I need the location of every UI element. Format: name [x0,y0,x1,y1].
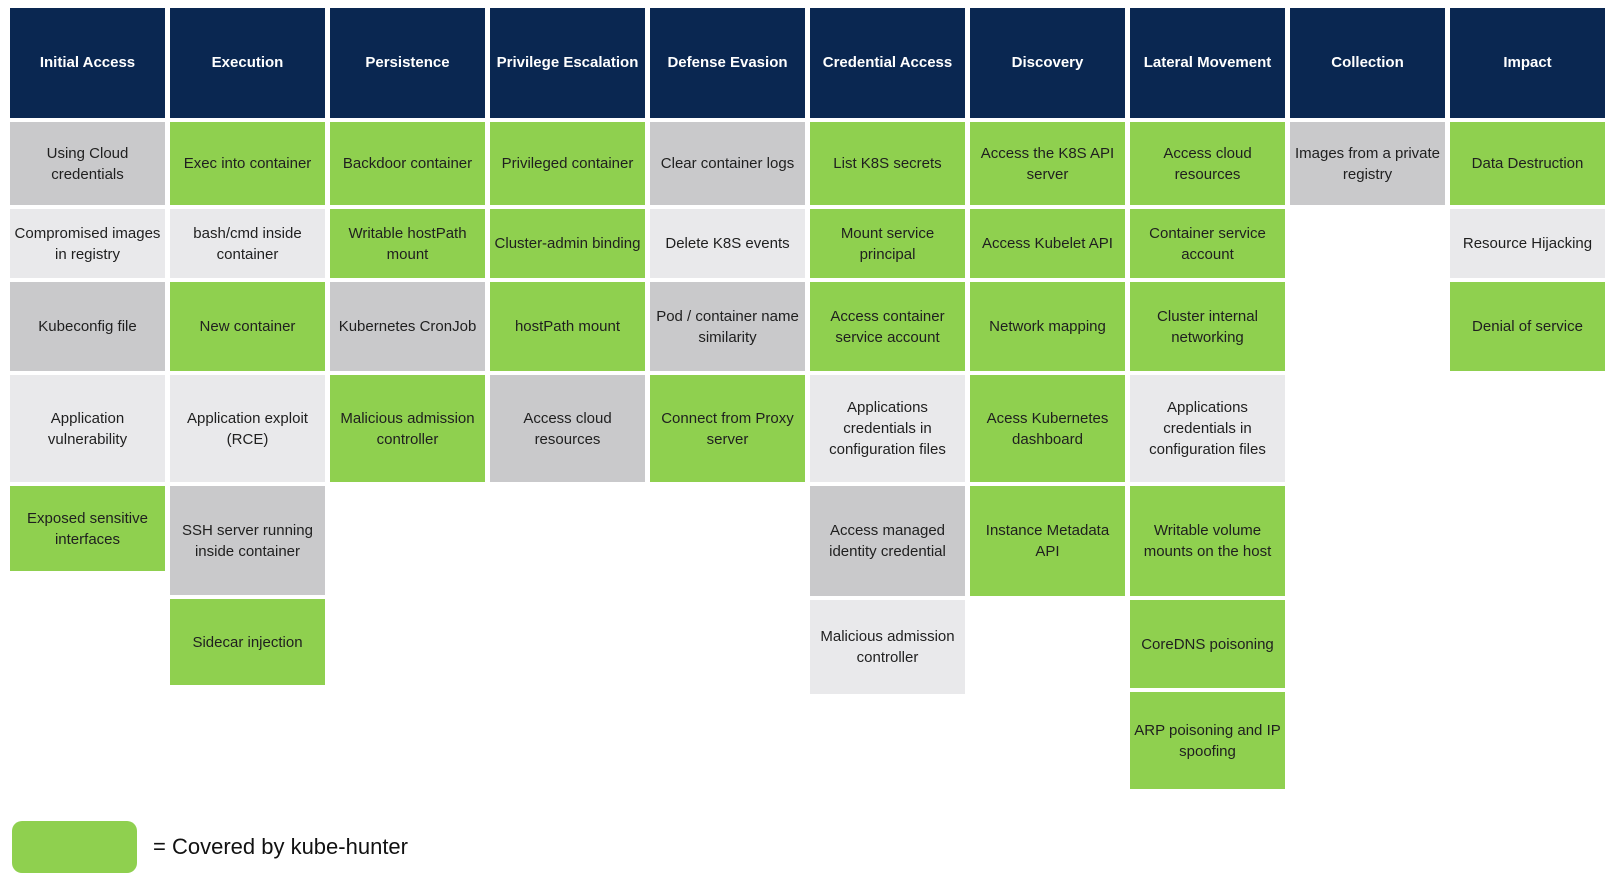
technique-cell: Applications credentials in configuratio… [1130,375,1285,482]
technique-cell: Malicious admission controller [330,375,485,482]
technique-cell: Using Cloud credentials [10,122,165,205]
technique-cell: Clear container logs [650,122,805,205]
technique-cell: Malicious admission controller [810,600,965,694]
technique-list: Clear container logs Delete K8S events P… [650,122,805,482]
tactic-header: Privilege Escalation [490,8,645,118]
technique-cell: Applications credentials in configuratio… [810,375,965,482]
technique-cell: Data Destruction [1450,122,1605,205]
tactic-column: Discovery Access the K8S API server Acce… [970,8,1125,789]
technique-cell: Access container service account [810,282,965,371]
technique-cell: Acess Kubernetes dashboard [970,375,1125,482]
technique-list: Access the K8S API server Access Kubelet… [970,122,1125,596]
tactic-header: Defense Evasion [650,8,805,118]
technique-cell: Writable hostPath mount [330,209,485,278]
tactic-column: Impact Data Destruction Resource Hijacki… [1450,8,1605,789]
technique-cell: SSH server running inside container [170,486,325,595]
technique-cell: Application exploit (RCE) [170,375,325,482]
technique-cell: Access cloud resources [490,375,645,482]
technique-cell: Instance Metadata API [970,486,1125,596]
technique-cell: Container service account [1130,209,1285,278]
tactic-header: Execution [170,8,325,118]
technique-list: Data Destruction Resource Hijacking Deni… [1450,122,1605,371]
tactic-column: Defense Evasion Clear container logs Del… [650,8,805,789]
technique-cell: Connect from Proxy server [650,375,805,482]
technique-cell: Cluster internal networking [1130,282,1285,371]
technique-cell: Writable volume mounts on the host [1130,486,1285,596]
technique-cell: Exec into container [170,122,325,205]
technique-cell: ARP poisoning and IP spoofing [1130,692,1285,789]
technique-cell: Application vulnerability [10,375,165,482]
technique-cell: Kubernetes CronJob [330,282,485,371]
technique-list: Using Cloud credentials Compromised imag… [10,122,165,571]
technique-cell: Access cloud resources [1130,122,1285,205]
technique-cell: Sidecar injection [170,599,325,685]
technique-cell: Delete K8S events [650,209,805,278]
tactic-column: Credential Access List K8S secrets Mount… [810,8,965,789]
tactic-header: Credential Access [810,8,965,118]
technique-list: Privileged container Cluster-admin bindi… [490,122,645,482]
tactic-header: Collection [1290,8,1445,118]
tactic-column: Persistence Backdoor container Writable … [330,8,485,789]
technique-cell: Access the K8S API server [970,122,1125,205]
technique-cell: hostPath mount [490,282,645,371]
technique-cell: Privileged container [490,122,645,205]
technique-cell: Images from a private registry [1290,122,1445,205]
tactic-header: Initial Access [10,8,165,118]
tactic-header: Impact [1450,8,1605,118]
technique-list: Backdoor container Writable hostPath mou… [330,122,485,482]
tactic-column: Collection Images from a private registr… [1290,8,1445,789]
technique-cell: Resource Hijacking [1450,209,1605,278]
technique-cell: Denial of service [1450,282,1605,371]
legend-green-swatch [12,821,137,873]
legend: = Covered by kube-hunter [12,821,408,873]
technique-cell: bash/cmd inside container [170,209,325,278]
technique-cell: Pod / container name similarity [650,282,805,371]
tactic-header: Discovery [970,8,1125,118]
technique-list: Exec into container bash/cmd inside cont… [170,122,325,685]
tactic-column: Initial Access Using Cloud credentials C… [10,8,165,789]
technique-cell: Access Kubelet API [970,209,1125,278]
technique-list: Access cloud resources Container service… [1130,122,1285,789]
tactic-column: Execution Exec into container bash/cmd i… [170,8,325,789]
technique-cell: CoreDNS poisoning [1130,600,1285,688]
technique-cell: List K8S secrets [810,122,965,205]
tactic-column: Privilege Escalation Privileged containe… [490,8,645,789]
legend-label: = Covered by kube-hunter [153,834,408,859]
technique-cell: Cluster-admin binding [490,209,645,278]
technique-cell: Exposed sensitive interfaces [10,486,165,571]
technique-cell: Compromised images in registry [10,209,165,278]
tactic-header: Persistence [330,8,485,118]
technique-list: List K8S secrets Mount service principal… [810,122,965,694]
technique-list: Images from a private registry [1290,122,1445,205]
technique-cell: Kubeconfig file [10,282,165,371]
technique-cell: Network mapping [970,282,1125,371]
technique-cell: New container [170,282,325,371]
attack-matrix: Initial Access Using Cloud credentials C… [10,8,1605,789]
technique-cell: Access managed identity credential [810,486,965,596]
technique-cell: Mount service principal [810,209,965,278]
technique-cell: Backdoor container [330,122,485,205]
tactic-header: Lateral Movement [1130,8,1285,118]
tactic-column: Lateral Movement Access cloud resources … [1130,8,1285,789]
